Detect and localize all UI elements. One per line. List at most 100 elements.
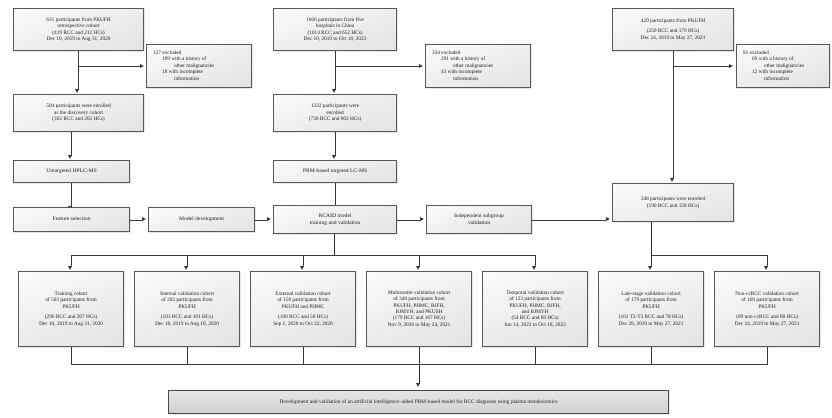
excluded-box-validation: 334 excluded 291 with a history of other… <box>425 44 531 88</box>
arrow-right-icon <box>420 217 424 221</box>
connector-h <box>397 219 421 221</box>
source-line: hospitals in China <box>315 23 355 30</box>
connector-v-collect <box>767 347 768 364</box>
cohort-line: of 179 participants from <box>625 297 677 304</box>
arrow-down-icon <box>532 266 537 270</box>
cohort-line: of 202 participants from <box>161 297 213 304</box>
enrolled-line: enrolled <box>326 109 344 116</box>
cohort-line: Sep 1, 2020 to Oct 22, 2020 <box>273 320 333 327</box>
feature-selection-label: Feature selection <box>52 216 91 223</box>
cohort-line: of 169 participants from <box>741 297 793 304</box>
enrolled-line: 348 participants were enrolled <box>640 196 706 203</box>
connector-v-drop <box>71 255 72 267</box>
source-line: 631 participants from PKUFH <box>46 16 111 23</box>
connector-v-collect <box>187 347 188 364</box>
arrow-right-icon <box>267 217 271 221</box>
arrow-down-icon <box>670 178 675 182</box>
cohort-box: Non-ccRCC validation cohort of 169 parti… <box>714 271 820 347</box>
cohort-box: Multicentre validation cohort of 346 par… <box>366 271 472 347</box>
enrolled-line: 504 participants were enrolled <box>46 103 111 110</box>
excluded-line: 291 with a history of <box>441 56 486 63</box>
connector-v-collect <box>651 347 652 364</box>
cohort-line: (100 RCC and 58 HCs) <box>278 314 328 321</box>
connector-v-drop <box>187 255 188 267</box>
connector-h <box>78 66 141 67</box>
cohort-line: Multicentre validation cohort <box>387 289 451 296</box>
cohort-line: (101 RCC and 101 HCs) <box>160 314 214 321</box>
cohort-line: of 503 participants from <box>45 297 97 304</box>
cohort-line: BJMYH, and PKUSH <box>395 309 443 315</box>
excluded-box-subgroup: 81 excluded 69 with a history of other m… <box>736 44 830 88</box>
connector-v-collect <box>535 347 536 364</box>
excluded-line: 43 with incomplete <box>441 69 482 76</box>
connector-v <box>78 51 79 90</box>
connector-v-bus <box>651 222 653 255</box>
cohort-line: PKUFH, PHMC, BJFH, <box>393 302 445 309</box>
connector-h <box>335 66 420 67</box>
rcaid-model-box: RCAID model training and validation <box>273 205 397 234</box>
source-line: (1014 RCC and 652 HCs) <box>307 29 363 36</box>
enrolled-box-validation: 1332 participants were enrolled (730 RCC… <box>273 94 397 132</box>
rcaid-model-line: RCAID model <box>318 212 352 219</box>
cohort-line: Dec 10, 2019 to Aug 31, 2020 <box>39 320 103 327</box>
cohort-box: External validation cohort of 158 partic… <box>250 271 356 347</box>
source-line: (419 RCC and 212 HCs) <box>52 29 105 36</box>
excluded-line: 109 with a history of <box>162 56 207 63</box>
excluded-line: other malignancies <box>453 62 494 69</box>
cohort-line: PKUFH <box>642 303 660 310</box>
arrow-right-icon <box>606 217 610 221</box>
connector-v-drop <box>651 255 652 267</box>
connector-v <box>335 51 336 90</box>
enrolled-line: (190 RCC and 158 HCs) <box>646 202 700 209</box>
arrow-down-icon <box>68 155 73 159</box>
connector-v <box>673 51 674 179</box>
enrolled-line: 1332 participants were <box>310 103 360 110</box>
cohort-line: Training cohort <box>54 290 88 297</box>
arrow-down-icon <box>648 266 653 270</box>
arrow-right-icon <box>729 63 733 68</box>
conclusion-label: Development and validation of an artific… <box>279 398 558 405</box>
connector-v-drop <box>419 255 420 267</box>
arrow-down-icon <box>332 155 337 159</box>
connector-v <box>71 132 72 156</box>
excluded-line: information <box>174 75 200 82</box>
rcaid-model-line: training and validation <box>309 219 361 226</box>
model-development-label: Model development <box>179 216 224 223</box>
cohort-line: Temporal validation cohort <box>506 289 564 296</box>
source-line: (250 RCC and 179 HCs) <box>646 28 700 35</box>
enrolled-line: (730 RCC and 602 HCs) <box>308 116 362 123</box>
cohort-line: PKUFH <box>178 303 196 310</box>
connector-h <box>130 219 143 221</box>
assay-label: Untargeted HPLC-MS <box>46 168 97 175</box>
cohort-line: (54 RCC and 69 HCs) <box>511 315 559 322</box>
assay-label: PRM-based targeted LC-MS <box>302 168 368 175</box>
connector-v <box>71 183 72 207</box>
excluded-line: 12 with incomplete <box>752 69 793 76</box>
enrolled-line: as the discovery cohort <box>54 109 103 116</box>
connector-v-drop <box>303 255 304 267</box>
excluded-line: information <box>764 75 790 82</box>
arrow-down-icon <box>68 266 73 270</box>
source-line: Dec 10, 2019 to Aug 31, 2020 <box>46 35 111 42</box>
enrolled-box-discovery: 504 participants were enrolled as the di… <box>13 94 144 132</box>
source-box-subgroup: 429 participants from PKUFH (250 RCC and… <box>612 8 734 51</box>
cohort-line: (296 RCC and 207 HCs) <box>44 314 98 321</box>
cohort-line: of 158 participants from <box>277 297 329 304</box>
connector-h <box>532 219 606 221</box>
connector-v-collect <box>71 347 72 364</box>
arrow-down-icon <box>184 266 189 270</box>
excluded-box-discovery: 127 excluded 109 with a history of other… <box>146 44 252 88</box>
cohort-line: (89 non-ccRCC and 80 HCs) <box>736 314 798 321</box>
independent-subgroup-line: validation <box>467 219 491 226</box>
connector-v-final <box>418 364 420 384</box>
cohort-line: Dec 24, 2019 to May 27, 2021 <box>734 320 800 327</box>
cohort-box: Temporal validation cohort of 123 partic… <box>482 271 588 347</box>
cohort-line: (101 T2-T3 RCC and 78 HCs) <box>618 314 684 321</box>
cohort-line: Jun 14, 2023 to Oct 18, 2023 <box>504 321 566 328</box>
cohort-line: PKUFH <box>758 303 776 310</box>
excluded-line: 81 excluded <box>743 49 769 56</box>
connector-v <box>335 132 336 156</box>
assay-box-validation: PRM-based targeted LC-MS <box>273 160 397 183</box>
cohort-line: PKUFH <box>62 303 80 310</box>
